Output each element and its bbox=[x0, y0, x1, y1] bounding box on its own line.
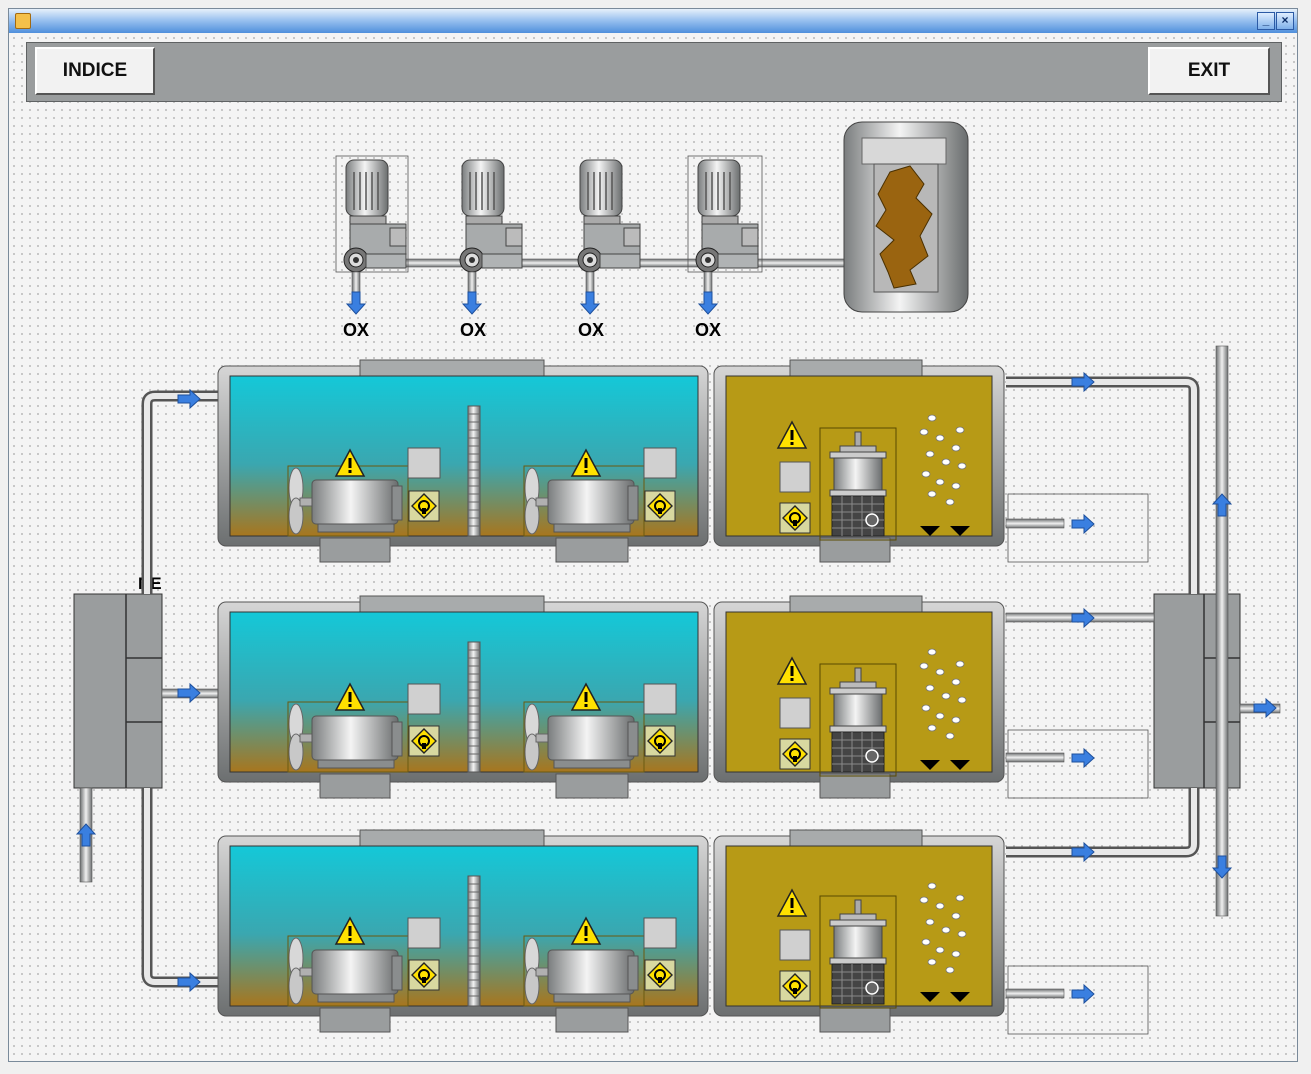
flow-arrow-icon bbox=[1071, 748, 1095, 768]
aeration-tank-3[interactable] bbox=[217, 829, 709, 1033]
plant-diagram: OX OX OX OX NE bbox=[73, 121, 1281, 1035]
aeration-tank-1[interactable] bbox=[217, 359, 709, 563]
flow-arrow-icon bbox=[177, 972, 201, 992]
dosing-pump-1[interactable] bbox=[335, 155, 409, 273]
instrument-icon bbox=[644, 725, 676, 757]
flow-arrow-icon bbox=[1071, 608, 1095, 628]
app-window: _ × INDICE EXIT bbox=[8, 8, 1298, 1062]
flow-arrow-icon bbox=[177, 683, 201, 703]
dosing-pump-2[interactable] bbox=[459, 159, 523, 273]
instrument-icon bbox=[779, 738, 811, 770]
minimize-button[interactable]: _ bbox=[1257, 12, 1275, 30]
flow-arrow-icon bbox=[1071, 842, 1095, 862]
clarifier-tank-2[interactable] bbox=[713, 595, 1005, 799]
flow-arrow-icon bbox=[1212, 855, 1232, 879]
flow-arrow-icon bbox=[1071, 372, 1095, 392]
instrument-icon bbox=[408, 959, 440, 991]
dosing-pump-4[interactable] bbox=[687, 155, 763, 273]
flow-arrow-icon bbox=[76, 823, 96, 847]
instrument-icon bbox=[779, 970, 811, 1002]
instrument-icon bbox=[644, 959, 676, 991]
instrument-icon bbox=[408, 725, 440, 757]
exit-button[interactable]: EXIT bbox=[1148, 47, 1270, 95]
inlet-manifold[interactable] bbox=[73, 593, 163, 789]
app-icon bbox=[15, 13, 31, 29]
instrument-icon bbox=[408, 490, 440, 522]
pump-1-label: OX bbox=[343, 320, 369, 340]
indice-button[interactable]: INDICE bbox=[35, 47, 155, 95]
flow-arrow-icon bbox=[698, 291, 718, 315]
toolbar: INDICE EXIT bbox=[26, 42, 1282, 102]
storage-tank-icon[interactable] bbox=[843, 121, 969, 313]
title-bar: _ × bbox=[9, 9, 1297, 33]
scada-canvas: INDICE EXIT bbox=[10, 34, 1296, 1060]
flow-arrow-icon bbox=[346, 291, 366, 315]
flow-arrow-icon bbox=[1071, 514, 1095, 534]
clarifier-tank-3[interactable] bbox=[713, 829, 1005, 1033]
aeration-tank-2[interactable] bbox=[217, 595, 709, 799]
clarifier-tank-1[interactable] bbox=[713, 359, 1005, 563]
pump-2-label: OX bbox=[460, 320, 486, 340]
flow-arrow-icon bbox=[580, 291, 600, 315]
dosing-pump-3[interactable] bbox=[577, 159, 641, 273]
flow-arrow-icon bbox=[462, 291, 482, 315]
instrument-icon bbox=[644, 490, 676, 522]
flow-arrow-icon bbox=[1212, 493, 1232, 517]
pump-3-label: OX bbox=[578, 320, 604, 340]
close-button[interactable]: × bbox=[1276, 12, 1294, 30]
pump-4-label: OX bbox=[695, 320, 721, 340]
flow-arrow-icon bbox=[1253, 698, 1277, 718]
instrument-icon bbox=[779, 502, 811, 534]
flow-arrow-icon bbox=[1071, 984, 1095, 1004]
